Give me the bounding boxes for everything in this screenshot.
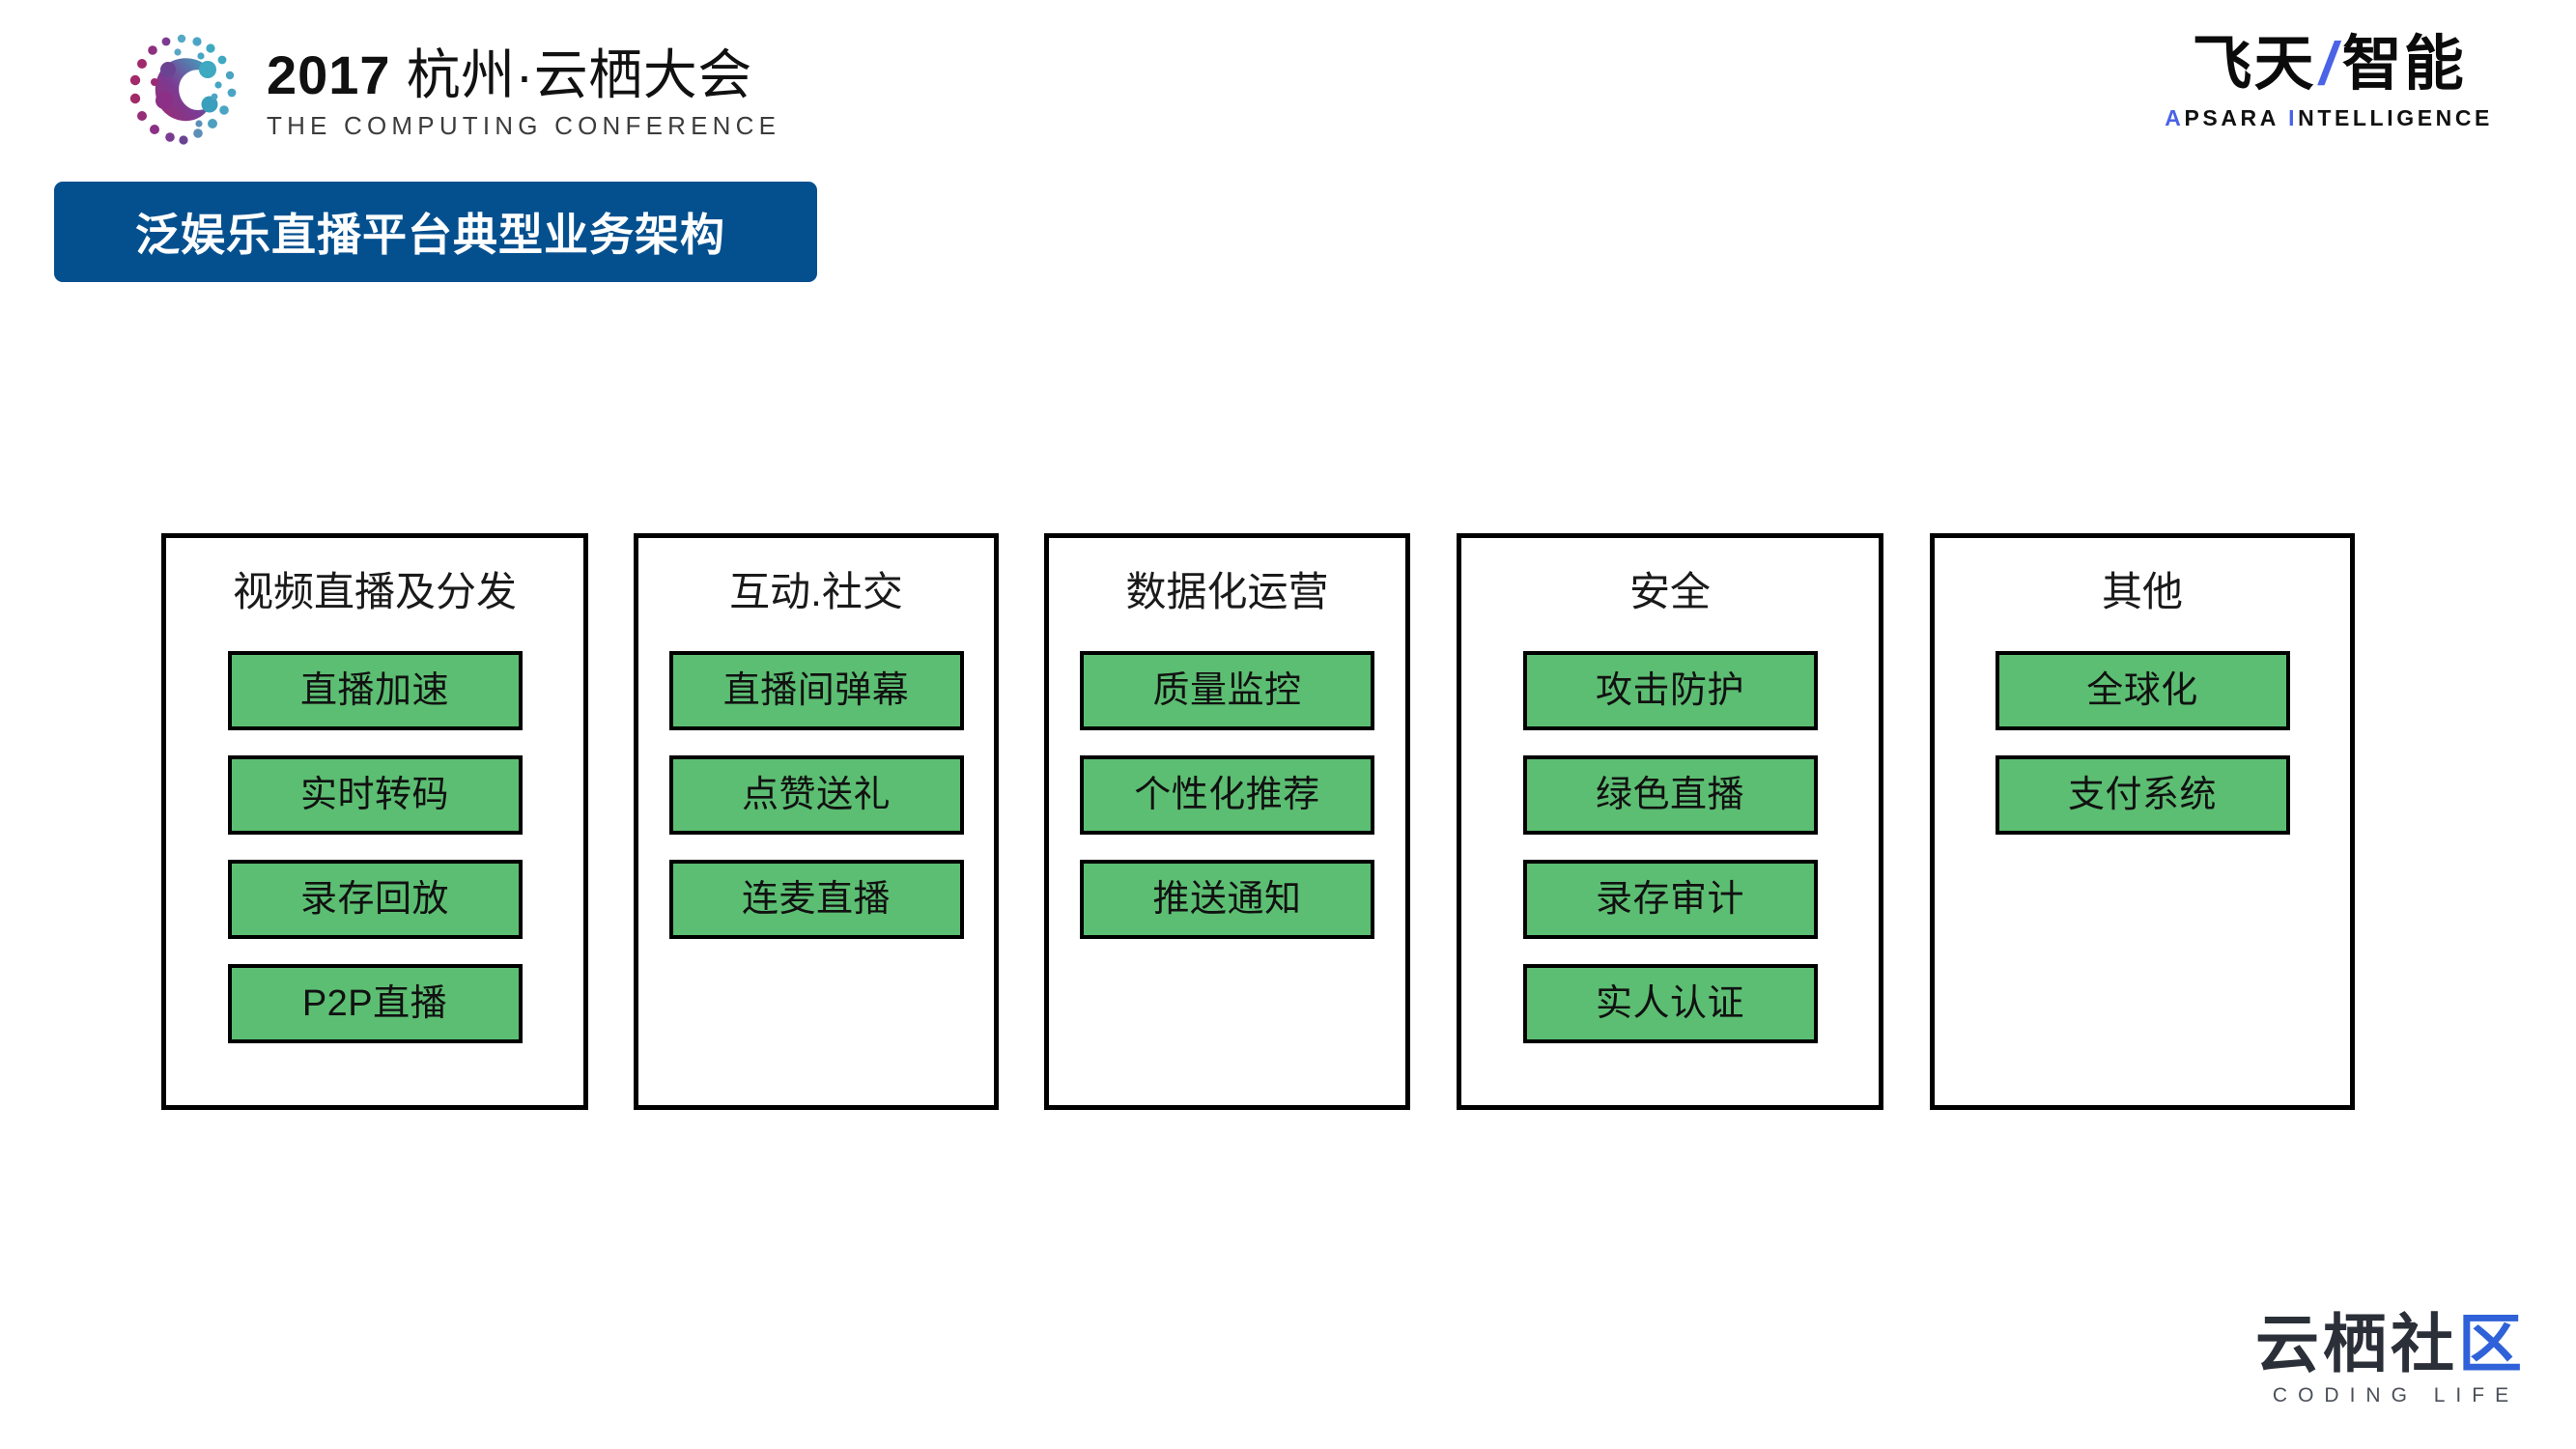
capability-label: 连麦直播 — [741, 879, 891, 920]
capability-box[interactable]: 连麦直播 — [668, 860, 964, 939]
capability-label: P2P直播 — [301, 983, 448, 1024]
column-items: 直播间弹幕 点赞送礼 连麦直播 — [638, 651, 994, 964]
apsara-en-i: I — [2288, 105, 2299, 130]
capability-label: 全球化 — [2086, 670, 2198, 711]
capability-label: 直播间弹幕 — [722, 670, 910, 711]
capability-box[interactable]: 录存回放 — [227, 860, 523, 939]
capability-label: 推送通知 — [1152, 879, 1302, 920]
yunqi-qu-boxed-icon: 区 — [2458, 1308, 2526, 1379]
capability-label: 点赞送礼 — [741, 775, 891, 815]
architecture-column-data-ops: 数据化运营 质量监控 个性化推荐 推送通知 — [1044, 533, 1410, 1110]
capability-label: 录存审计 — [1595, 879, 1744, 920]
capability-box[interactable]: 直播加速 — [227, 651, 523, 730]
conference-logo: 2017 杭州·云栖大会 THE COMPUTING CONFERENCE — [118, 27, 780, 155]
column-title: 其他 — [2101, 569, 2183, 614]
column-title: 安全 — [1628, 569, 1711, 614]
capability-label: 实人认证 — [1595, 983, 1744, 1024]
page-title: 泛娱乐直播平台典型业务架构 — [135, 210, 725, 260]
capability-label: 录存回放 — [299, 879, 449, 920]
yunqi-text: 云栖社 — [2255, 1308, 2458, 1379]
capability-box[interactable]: 实时转码 — [227, 755, 523, 835]
column-title: 视频直播及分发 — [232, 569, 517, 614]
architecture-column-other: 其他 全球化 支付系统 — [1930, 533, 2355, 1110]
capability-label: 个性化推荐 — [1134, 775, 1320, 815]
capability-box[interactable]: 支付系统 — [1995, 755, 2290, 835]
capability-box[interactable]: 个性化推荐 — [1080, 755, 1374, 835]
apsara-intelligence-logo: 飞天/智能 APSARA INTELLIGENCE — [2165, 31, 2493, 131]
apsara-logo-chinese: 飞天/智能 — [2165, 31, 2493, 99]
capability-label: 攻击防护 — [1595, 670, 1744, 711]
conference-wordmark: 2017 杭州·云栖大会 THE COMPUTING CONFERENCE — [267, 40, 780, 142]
apsara-en-a: A — [2165, 105, 2185, 130]
capability-box[interactable]: 绿色直播 — [1522, 755, 1818, 835]
capability-box[interactable]: P2P直播 — [227, 964, 523, 1043]
capability-label: 支付系统 — [2067, 775, 2217, 815]
conference-year: 2017 — [267, 44, 391, 105]
capability-box[interactable]: 实人认证 — [1522, 964, 1818, 1043]
column-items: 质量监控 个性化推荐 推送通知 — [1049, 651, 1405, 964]
apsara-en-psara: PSARA — [2184, 105, 2289, 130]
yunqi-community-watermark: 云栖社区 CODING LIFE — [2255, 1308, 2526, 1408]
computing-conference-c-mark-icon — [118, 27, 245, 155]
yunqi-logo-english: CODING LIFE — [2272, 1384, 2520, 1406]
capability-box[interactable]: 推送通知 — [1080, 860, 1374, 939]
column-items: 直播加速 实时转码 录存回放 P2P直播 — [166, 651, 583, 1068]
capability-label: 实时转码 — [299, 775, 449, 815]
capability-box[interactable]: 点赞送礼 — [668, 755, 964, 835]
capability-box[interactable]: 全球化 — [1995, 651, 2290, 730]
apsara-en-ntelligence: NTELLIGENCE — [2298, 105, 2493, 130]
slide-title-banner: 泛娱乐直播平台典型业务架构 — [54, 182, 817, 282]
yunqi-logo-chinese: 云栖社区 — [2255, 1308, 2526, 1379]
capability-box[interactable]: 攻击防护 — [1522, 651, 1818, 730]
column-title: 互动.社交 — [729, 569, 903, 614]
apsara-logo-english: APSARA INTELLIGENCE — [2165, 104, 2493, 131]
apsara-feitian-text: 飞天 — [2192, 31, 2316, 98]
capability-label: 绿色直播 — [1595, 775, 1744, 815]
column-title: 数据化运营 — [1125, 569, 1329, 614]
capability-box[interactable]: 质量监控 — [1080, 651, 1374, 730]
capability-box[interactable]: 录存审计 — [1522, 860, 1818, 939]
architecture-column-social: 互动.社交 直播间弹幕 点赞送礼 连麦直播 — [634, 533, 999, 1110]
architecture-column-video: 视频直播及分发 直播加速 实时转码 录存回放 P2P直播 — [161, 533, 588, 1110]
architecture-column-security: 安全 攻击防护 绿色直播 录存审计 实人认证 — [1457, 533, 1883, 1110]
capability-box[interactable]: 直播间弹幕 — [668, 651, 964, 730]
conference-subtitle: THE COMPUTING CONFERENCE — [267, 111, 781, 140]
apsara-zhineng-text: 智能 — [2341, 31, 2466, 98]
capability-label: 质量监控 — [1152, 670, 1302, 711]
capability-label: 直播加速 — [299, 670, 449, 711]
apsara-slash-icon: / — [2319, 31, 2338, 98]
column-items: 攻击防护 绿色直播 录存审计 实人认证 — [1461, 651, 1879, 1068]
conference-title-line: 2017 杭州·云栖大会 — [267, 45, 780, 105]
column-items: 全球化 支付系统 — [1935, 651, 2350, 860]
conference-city: 杭州·云栖大会 — [406, 44, 752, 105]
